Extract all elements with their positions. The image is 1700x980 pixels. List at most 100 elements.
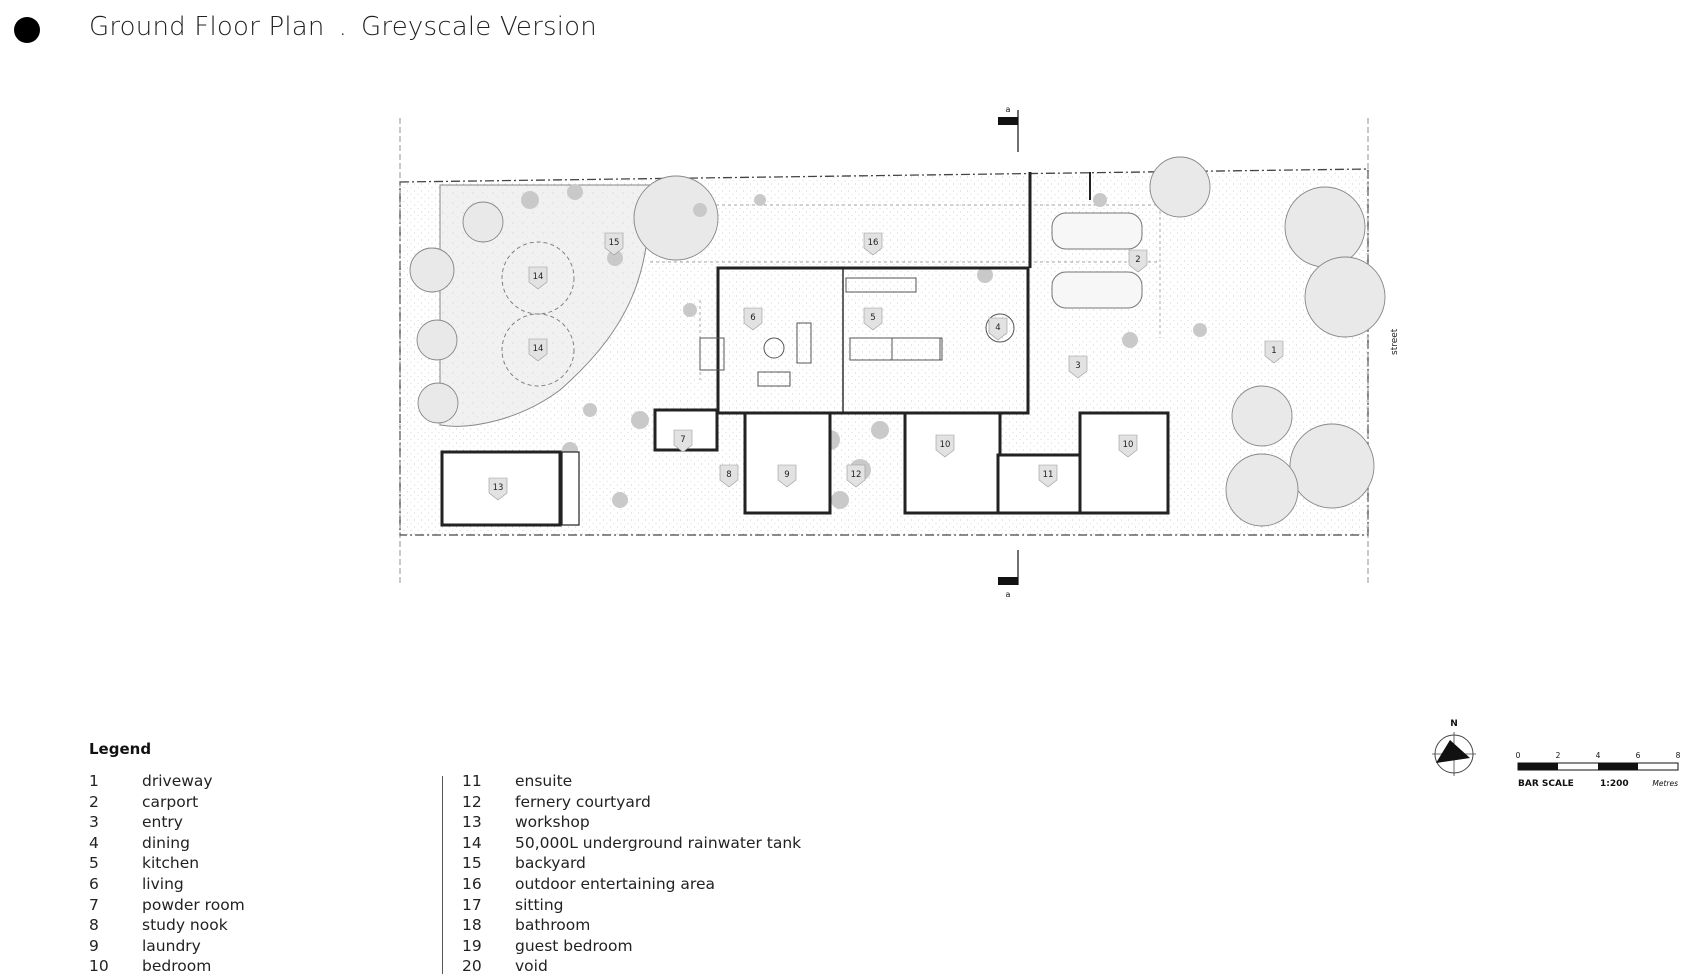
title-text: Ground Floor Plan bbox=[89, 12, 325, 42]
trees-and-planting bbox=[409, 156, 1386, 527]
legend-item-label: workshop bbox=[515, 813, 590, 832]
legend-item-number: 8 bbox=[89, 916, 99, 935]
legend-item-label: void bbox=[515, 957, 548, 976]
legend-item-label: 50,000L underground rainwater tank bbox=[515, 833, 802, 852]
legend-item-label: outdoor entertaining area bbox=[515, 874, 716, 893]
room-tag-number: 14 bbox=[533, 272, 544, 282]
room-tag-number: 13 bbox=[493, 483, 504, 493]
legend-item-number: 14 bbox=[462, 833, 482, 852]
legend-item-number: 10 bbox=[89, 957, 109, 976]
room-tag-number: 4 bbox=[995, 323, 1000, 333]
legend-item: 10 bedroom bbox=[89, 957, 245, 978]
north-label: N bbox=[1450, 719, 1458, 729]
room-tag-number: 6 bbox=[750, 313, 755, 323]
legend-item-label: backyard bbox=[515, 854, 586, 873]
room-tag: 15 bbox=[604, 232, 624, 256]
legend-item-number: 15 bbox=[462, 854, 482, 873]
room-tag: 1 bbox=[1264, 340, 1284, 364]
legend-item-number: 1 bbox=[89, 772, 99, 790]
legend-item-number: 9 bbox=[89, 936, 99, 955]
legend-item: 5 kitchen bbox=[89, 854, 245, 875]
legend-item-label: kitchen bbox=[142, 854, 200, 873]
legend-item-number: 4 bbox=[89, 833, 99, 852]
legend-item-label: entry bbox=[142, 813, 183, 832]
room-tag-number: 2 bbox=[1135, 255, 1140, 265]
legend-item: 13 workshop bbox=[462, 813, 801, 834]
section-marker-top: a bbox=[1006, 105, 1011, 114]
legend-item-number: 17 bbox=[462, 895, 482, 914]
legend-divider bbox=[442, 776, 443, 974]
page-title: Ground Floor Plan. Greyscale Version bbox=[89, 12, 597, 42]
room-tag-number: 10 bbox=[940, 440, 951, 450]
carport-cars bbox=[1051, 212, 1143, 309]
legend-item-label: carport bbox=[142, 792, 199, 811]
legend-item-label: bedroom bbox=[142, 957, 212, 976]
legend-item-label: living bbox=[142, 874, 184, 893]
legend-item-label: bathroom bbox=[515, 916, 591, 935]
legend-item-label: guest bedroom bbox=[515, 936, 633, 955]
legend-item-label: laundry bbox=[142, 936, 201, 955]
legend-item-number: 11 bbox=[462, 772, 482, 790]
legend-title: Legend bbox=[89, 740, 152, 758]
street-label: street bbox=[1390, 328, 1400, 355]
room-tag: 5 bbox=[863, 307, 883, 331]
legend-item: 17 sitting bbox=[462, 896, 801, 917]
legend-item-label: fernery courtyard bbox=[515, 792, 651, 811]
room-tag: 9 bbox=[777, 464, 797, 488]
legend-item-number: 13 bbox=[462, 813, 482, 832]
legend-item: 4 dining bbox=[89, 834, 245, 855]
room-tag: 13 bbox=[488, 477, 508, 501]
room-tag: 3 bbox=[1068, 355, 1088, 379]
legend-item: 8 study nook bbox=[89, 916, 245, 937]
legend-item-number: 7 bbox=[89, 895, 99, 914]
legend-item-label: sitting bbox=[515, 895, 564, 914]
legend-item-number: 5 bbox=[89, 854, 99, 873]
north-pointer-icon bbox=[1436, 740, 1470, 763]
scale-tick-label: 6 bbox=[1636, 751, 1641, 760]
room-tag: 10 bbox=[935, 434, 955, 458]
legend-item-number: 19 bbox=[462, 936, 482, 955]
room-tag-number: 8 bbox=[726, 470, 731, 480]
legend-item: 16 outdoor entertaining area bbox=[462, 875, 801, 896]
bullet-dot bbox=[14, 17, 40, 43]
section-marker-bottom: a bbox=[1006, 590, 1011, 599]
scale-tick-label: 8 bbox=[1676, 751, 1681, 760]
legend-item: 9 laundry bbox=[89, 937, 245, 958]
room-tag: 4 bbox=[988, 317, 1008, 341]
room-tag-number: 9 bbox=[784, 470, 789, 480]
rainwater-tanks bbox=[501, 241, 575, 387]
room-tag: 2 bbox=[1128, 249, 1148, 273]
section-markers: a a bbox=[998, 105, 1019, 599]
subtitle-text: Greyscale Version bbox=[361, 12, 597, 42]
scale-label: BAR SCALE bbox=[1518, 779, 1574, 789]
scale-tick-label: 2 bbox=[1556, 751, 1561, 760]
legend-item-number: 16 bbox=[462, 874, 482, 893]
room-tag-number: 16 bbox=[868, 238, 879, 248]
legend-item-label: driveway bbox=[142, 772, 213, 790]
legend-item-number: 12 bbox=[462, 792, 482, 811]
legend-item: 1 driveway bbox=[89, 772, 245, 793]
room-tag-number: 3 bbox=[1075, 361, 1080, 371]
scale-tick-label: 4 bbox=[1596, 751, 1601, 760]
title-separator: . bbox=[338, 12, 348, 42]
title-bar: Ground Floor Plan. Greyscale Version bbox=[0, 0, 1700, 70]
legend-item: 14 50,000L underground rainwater tank bbox=[462, 834, 801, 855]
legend-item-label: study nook bbox=[142, 916, 228, 935]
building-walls bbox=[440, 172, 1170, 527]
room-tag-number: 12 bbox=[851, 470, 862, 480]
legend-item-number: 6 bbox=[89, 874, 99, 893]
legend-item-label: dining bbox=[142, 833, 190, 852]
room-tag-number: 5 bbox=[870, 313, 875, 323]
